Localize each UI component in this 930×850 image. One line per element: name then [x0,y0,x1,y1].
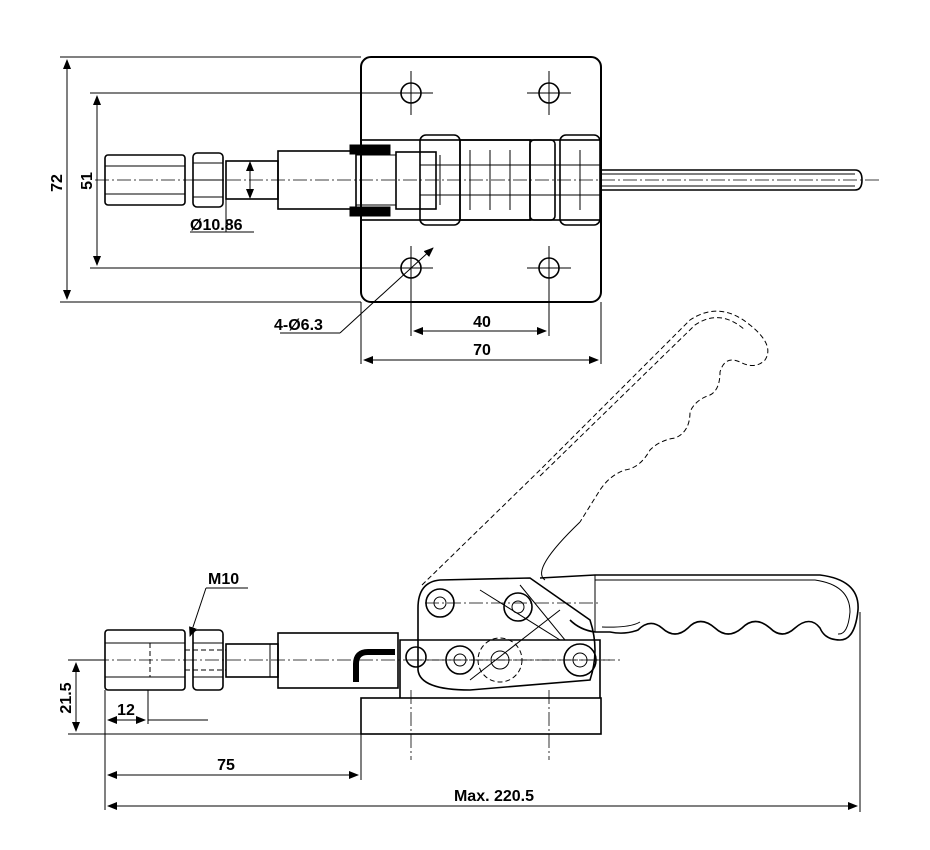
plunger-side [277,632,399,689]
base-plate-side [360,697,602,735]
spring-pin [353,649,395,682]
dim-plunger-dia: Ø10.86 [190,217,243,234]
dim-overall-height: 72 [49,174,66,192]
plunger-shaft-side [225,643,279,678]
dim-reach: 75 [217,757,235,774]
pivot-pin [405,646,427,668]
mounting-holes [389,71,571,290]
pivot-pin [503,592,533,622]
base-plate-top [360,56,602,303]
dim-height: 21.5 [58,682,75,713]
clamp-body [399,639,601,698]
guide-bushing [349,206,391,217]
dim-base-width: 70 [473,342,491,359]
dim-holes: 4-Ø6.3 [274,317,323,334]
dim-hole-spacing-h: 40 [473,314,491,331]
guide-bushing [349,144,391,155]
dim-max-length: Max. 220.5 [454,788,534,805]
top-view: 72 51 Ø10.86 4-Ø6.3 40 70 [49,56,880,364]
handle-closed [539,574,859,641]
dim-hole-spacing-v: 51 [79,172,96,190]
side-view: M10 21.5 12 75 Max. 220.5 [58,310,861,812]
handle-open [421,310,769,586]
dim-thread: M10 [208,571,239,588]
dim-thread-len: 12 [117,702,135,719]
